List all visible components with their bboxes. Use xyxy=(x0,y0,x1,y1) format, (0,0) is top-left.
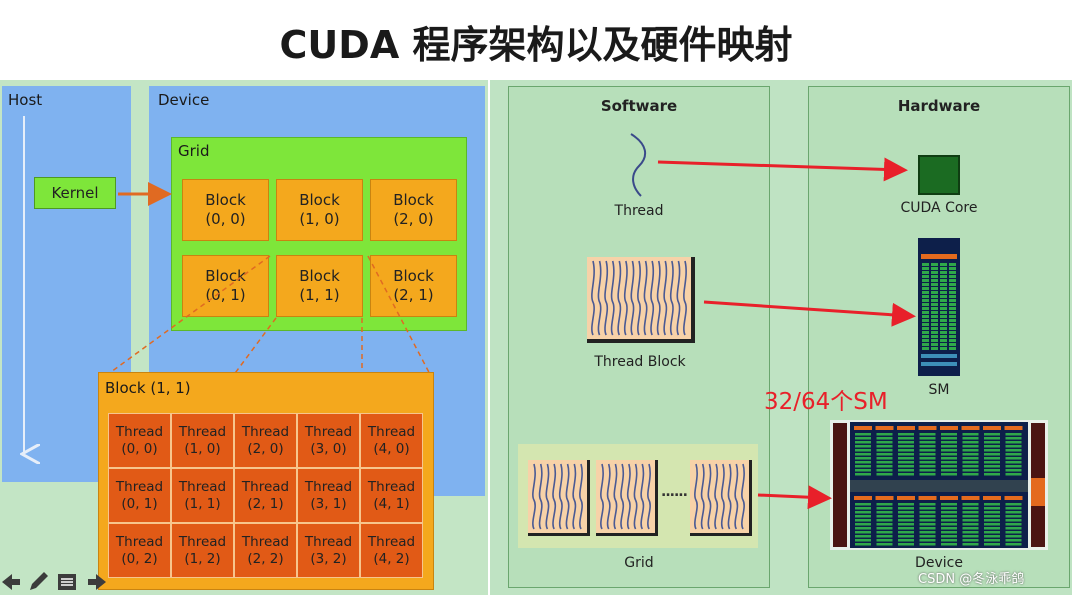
software-grid-label: Grid xyxy=(624,555,654,571)
thread-cell: Thread(1, 1) xyxy=(171,468,234,523)
grid-block-icon-2 xyxy=(596,460,658,536)
grid-to-device-arrow xyxy=(757,485,832,510)
slide-toolbar xyxy=(0,570,110,594)
device-label: Device xyxy=(158,91,210,109)
gpu-device-icon xyxy=(830,420,1048,550)
thread-cell: Thread(4, 2) xyxy=(360,523,423,578)
arrow-right-icon[interactable] xyxy=(88,574,106,590)
kernel-box: Kernel xyxy=(34,177,116,209)
thread-cell: Thread(4, 0) xyxy=(360,413,423,468)
watermark: CSDN @冬泳乖鸽 xyxy=(918,572,1025,587)
software-title: Software xyxy=(600,97,678,115)
grid-block-1-1: Block(1, 1) xyxy=(276,255,363,317)
thread-cell: Thread(0, 1) xyxy=(108,468,171,523)
grid-block-icon-1 xyxy=(528,460,590,536)
grid-block-0-0: Block(0, 0) xyxy=(182,179,269,241)
sm-label: SM xyxy=(928,382,950,398)
zoom-line-4 xyxy=(367,255,434,381)
grid-label: Grid xyxy=(178,142,210,160)
menu-icon[interactable] xyxy=(58,574,76,590)
thread-squiggle-icon xyxy=(630,133,647,197)
mapping-arrows xyxy=(657,157,916,510)
grid-block-2-0: Block(2, 0) xyxy=(370,179,457,241)
grid-block-2-1: Block(2, 1) xyxy=(370,255,457,317)
thread-cell: Thread(3, 0) xyxy=(297,413,360,468)
left-diagram-connectors xyxy=(0,116,434,595)
kernel-label: Kernel xyxy=(51,184,99,202)
thread-block-icon xyxy=(587,257,695,343)
thread-cell: Thread(2, 2) xyxy=(234,523,297,578)
arrow-left-icon[interactable] xyxy=(2,574,20,590)
expanded-block-label: Block (1, 1) xyxy=(105,379,191,397)
sm-icon xyxy=(918,238,960,376)
thread-cell: Thread(2, 0) xyxy=(234,413,297,468)
thread-label: Thread xyxy=(614,203,664,219)
thread-cell: Thread(1, 0) xyxy=(171,413,234,468)
host-label: Host xyxy=(8,91,43,109)
sm-count-annotation: 32/64个SM xyxy=(764,389,888,415)
grid-ellipsis: ...... xyxy=(661,484,688,500)
cuda-core-icon xyxy=(918,155,960,195)
thread-block-label: Thread Block xyxy=(594,354,686,370)
thread-cell: Thread(3, 2) xyxy=(297,523,360,578)
grid-block-1-0: Block(1, 0) xyxy=(276,179,363,241)
thread-cell: Thread(4, 1) xyxy=(360,468,423,523)
grid-block-0-1: Block(0, 1) xyxy=(182,255,269,317)
zoom-line-1 xyxy=(99,255,271,381)
block-to-sm-arrow xyxy=(703,300,916,327)
pen-icon[interactable] xyxy=(30,572,48,590)
zoom-line-2 xyxy=(229,317,277,381)
thread-cell: Thread(2, 1) xyxy=(234,468,297,523)
grid-block-icon-3 xyxy=(690,460,752,536)
thread-to-core-arrow xyxy=(657,157,908,182)
hardware-title: Hardware xyxy=(897,97,981,115)
cuda-core-label: CUDA Core xyxy=(900,200,978,216)
thread-cell: Thread(0, 2) xyxy=(108,523,171,578)
page-title: CUDA 程序架构以及硬件映射 xyxy=(279,23,793,67)
device-hw-label: Device xyxy=(915,555,963,571)
thread-cell: Thread(3, 1) xyxy=(297,468,360,523)
thread-cell: Thread(1, 2) xyxy=(171,523,234,578)
thread-cell: Thread(0, 0) xyxy=(108,413,171,468)
